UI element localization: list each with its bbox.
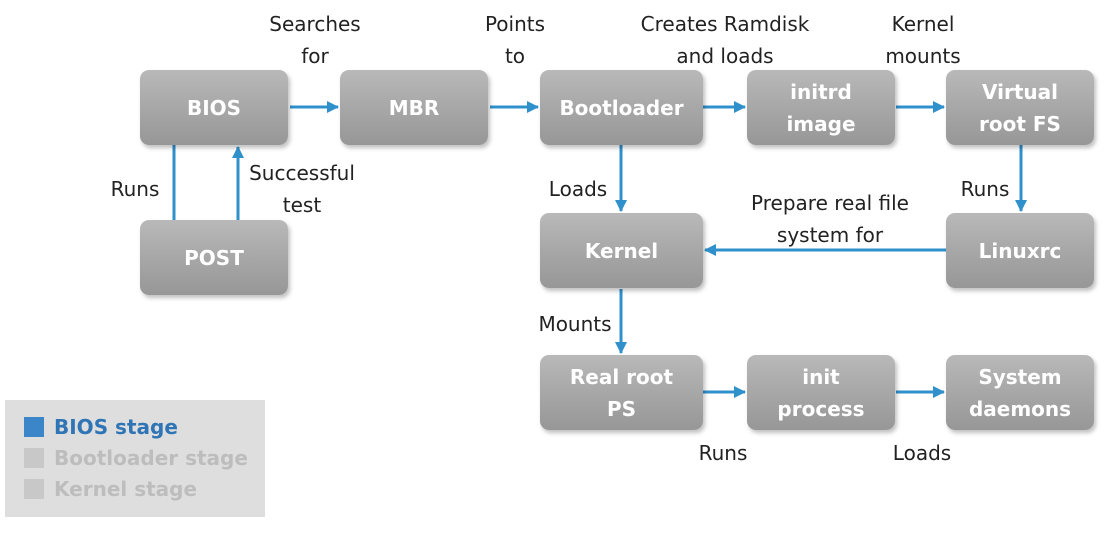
label-runs-init: Runs xyxy=(698,441,748,465)
legend-label-bootloader: Bootloader stage xyxy=(54,445,248,470)
legend-label-kernel: Kernel stage xyxy=(54,476,198,501)
label-creates-ramdisk: Creates Ramdisk and loads xyxy=(640,12,810,68)
label-kernel-mounts: Kernel mounts xyxy=(885,12,961,68)
label-points-to: Points to xyxy=(484,12,546,68)
label-searches-for: Searches for xyxy=(269,12,361,68)
label-successful-test: Successful test xyxy=(249,161,355,217)
node-kernel: Kernel xyxy=(540,213,703,288)
node-initrd-image: initrd image xyxy=(747,70,895,145)
node-mbr: MBR xyxy=(340,70,488,145)
label-runs-post: Runs xyxy=(110,177,160,201)
label-loads-daemons: Loads xyxy=(892,441,952,465)
legend-item-bootloader: Bootloader stage xyxy=(5,442,265,473)
legend-item-kernel: Kernel stage xyxy=(5,473,265,504)
node-init-process: init process xyxy=(747,355,895,430)
node-bios: BIOS xyxy=(140,70,288,145)
legend-swatch-bios xyxy=(24,416,44,437)
node-system-daemons: System daemons xyxy=(946,355,1094,430)
legend-item-bios: BIOS stage xyxy=(5,411,265,442)
label-loads-kernel: Loads xyxy=(548,177,608,201)
label-runs-linuxrc: Runs xyxy=(960,177,1010,201)
legend-swatch-kernel xyxy=(24,478,44,499)
label-prepare-real-fs: Prepare real file system for xyxy=(751,191,909,247)
node-post: POST xyxy=(140,220,288,295)
label-mounts: Mounts xyxy=(538,312,612,336)
legend: BIOS stage Bootloader stage Kernel stage xyxy=(5,400,265,517)
legend-swatch-bootloader xyxy=(24,447,44,468)
node-bootloader: Bootloader xyxy=(540,70,703,145)
node-linuxrc: Linuxrc xyxy=(946,213,1094,288)
node-virtual-root-fs: Virtual root FS xyxy=(946,70,1094,145)
node-real-root-ps: Real root PS xyxy=(540,355,703,430)
legend-label-bios: BIOS stage xyxy=(54,414,178,439)
